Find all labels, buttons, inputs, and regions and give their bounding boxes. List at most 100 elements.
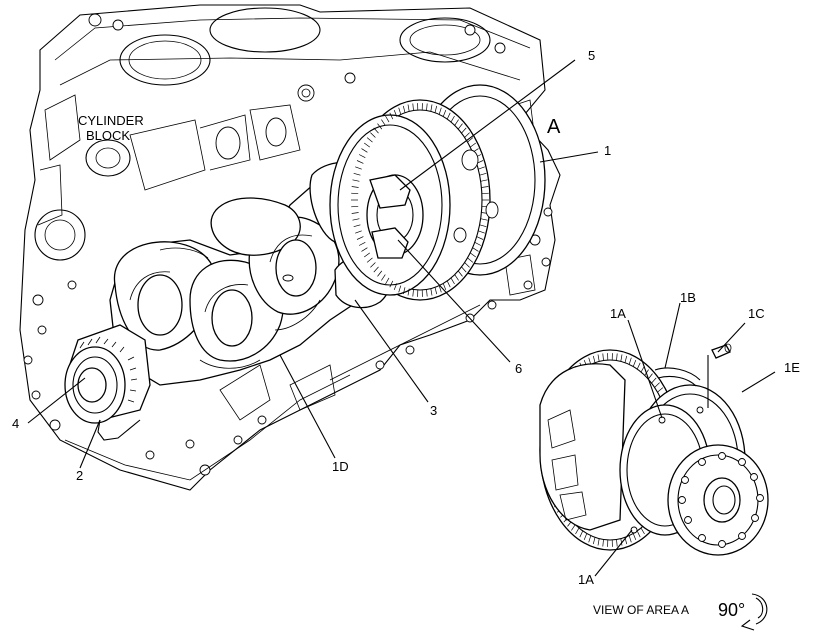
gear-tooth — [654, 382, 660, 388]
front-crank-gear — [64, 324, 151, 441]
gear-tooth — [624, 355, 628, 363]
gear-tooth — [647, 373, 653, 380]
gear-tooth — [385, 277, 390, 285]
gear-tooth — [479, 172, 487, 176]
gear-tooth — [438, 285, 442, 293]
gear-tooth — [353, 224, 361, 228]
gear-tooth — [651, 377, 657, 384]
gear-tooth — [472, 247, 479, 252]
gear-tooth — [389, 280, 394, 288]
gear-tooth — [579, 530, 584, 538]
gear-tooth — [389, 112, 394, 120]
gear-tooth — [407, 288, 410, 296]
gear-tooth — [464, 262, 470, 268]
gear-tooth — [481, 192, 489, 195]
gear-tooth — [356, 236, 364, 240]
gear-tooth — [583, 533, 588, 541]
gear-tooth — [571, 524, 576, 531]
gear-tooth — [442, 283, 447, 291]
gear-tooth — [474, 241, 482, 246]
gear-tooth — [450, 115, 455, 123]
gear-tooth — [461, 127, 467, 134]
gear-tooth — [398, 285, 402, 293]
gear-tooth — [370, 262, 376, 268]
gear-tooth — [426, 103, 428, 111]
gear-tooth — [461, 266, 467, 273]
gear-tooth — [353, 172, 361, 176]
gear-tooth — [602, 539, 604, 547]
gear-tooth — [398, 107, 402, 115]
label-cylinder-line1: CYLINDER — [78, 113, 144, 128]
gear-tooth — [412, 289, 414, 297]
labels: CYLINDER BLOCK A 1 2 3 4 5 6 1D 1A 1B 1C… — [12, 48, 800, 620]
gear-tooth — [373, 127, 379, 134]
gear-tooth — [351, 205, 359, 208]
gear-tooth — [479, 224, 487, 228]
gear-tooth — [478, 230, 485, 234]
label-6: 6 — [515, 361, 522, 376]
gear-tooth — [434, 287, 438, 295]
label-area-a: A — [547, 116, 561, 138]
gear-tooth — [393, 109, 398, 117]
gear-tooth — [402, 105, 406, 113]
gear-tooth — [351, 186, 359, 188]
gear-tooth — [457, 270, 463, 277]
gear-tooth — [620, 354, 623, 362]
gear-tooth — [363, 142, 371, 148]
gear-tooth — [597, 538, 600, 546]
gear-tooth — [358, 154, 366, 159]
gear-tooth — [480, 218, 488, 221]
gear-tooth — [628, 357, 632, 365]
gear-tooth — [361, 148, 368, 153]
label-4: 4 — [12, 416, 19, 431]
gear-tooth — [412, 103, 414, 111]
gear-tooth — [454, 274, 459, 281]
rotation-label: 90° — [718, 600, 745, 620]
gear-tooth — [597, 354, 600, 362]
gear-tooth — [385, 115, 390, 123]
gear-tooth — [366, 137, 373, 143]
rear-gear-assembly — [329, 84, 546, 301]
view-caption: VIEW OF AREA A — [593, 603, 689, 617]
gear-tooth — [457, 123, 463, 130]
label-1a-top: 1A — [610, 306, 626, 321]
gear-tooth — [381, 274, 386, 281]
gear-tooth — [377, 123, 383, 130]
gear-tooth — [450, 277, 455, 285]
gear-tooth — [352, 218, 360, 221]
gear-tooth — [478, 166, 485, 170]
gear-tooth — [438, 107, 442, 115]
gear-tooth — [377, 270, 383, 277]
gear-tooth — [358, 241, 366, 246]
gear-tooth — [467, 137, 474, 143]
gear-tooth — [476, 236, 484, 240]
gear-tooth — [588, 535, 592, 543]
gear-tooth — [464, 132, 470, 138]
gear-tooth — [469, 252, 477, 258]
gear-tooth — [356, 160, 364, 164]
gear-tooth — [592, 355, 596, 363]
gear-tooth — [351, 212, 359, 214]
gear-tooth — [366, 257, 373, 263]
gear-tooth — [454, 119, 459, 126]
label-1a-bottom: 1A — [578, 572, 594, 587]
gear-tooth — [430, 104, 433, 112]
gear-tooth — [469, 142, 477, 148]
gear-tooth — [426, 289, 428, 297]
gear-tooth — [373, 266, 379, 273]
gear-tooth — [616, 353, 618, 361]
gear-tooth — [640, 527, 645, 535]
label-1d: 1D — [332, 459, 349, 474]
label-1: 1 — [604, 143, 611, 158]
gear-tooth — [575, 527, 580, 535]
rotation-arrow-icon — [740, 593, 768, 631]
label-1e: 1E — [784, 360, 800, 375]
gear-tooth — [592, 537, 596, 545]
gear-tooth — [636, 362, 641, 370]
area-a-detail-view — [539, 343, 769, 556]
gear-tooth — [402, 287, 406, 295]
gear-tooth — [442, 109, 447, 117]
gear-tooth — [481, 186, 489, 188]
label-cylinder-line2: BLOCK — [86, 128, 130, 143]
